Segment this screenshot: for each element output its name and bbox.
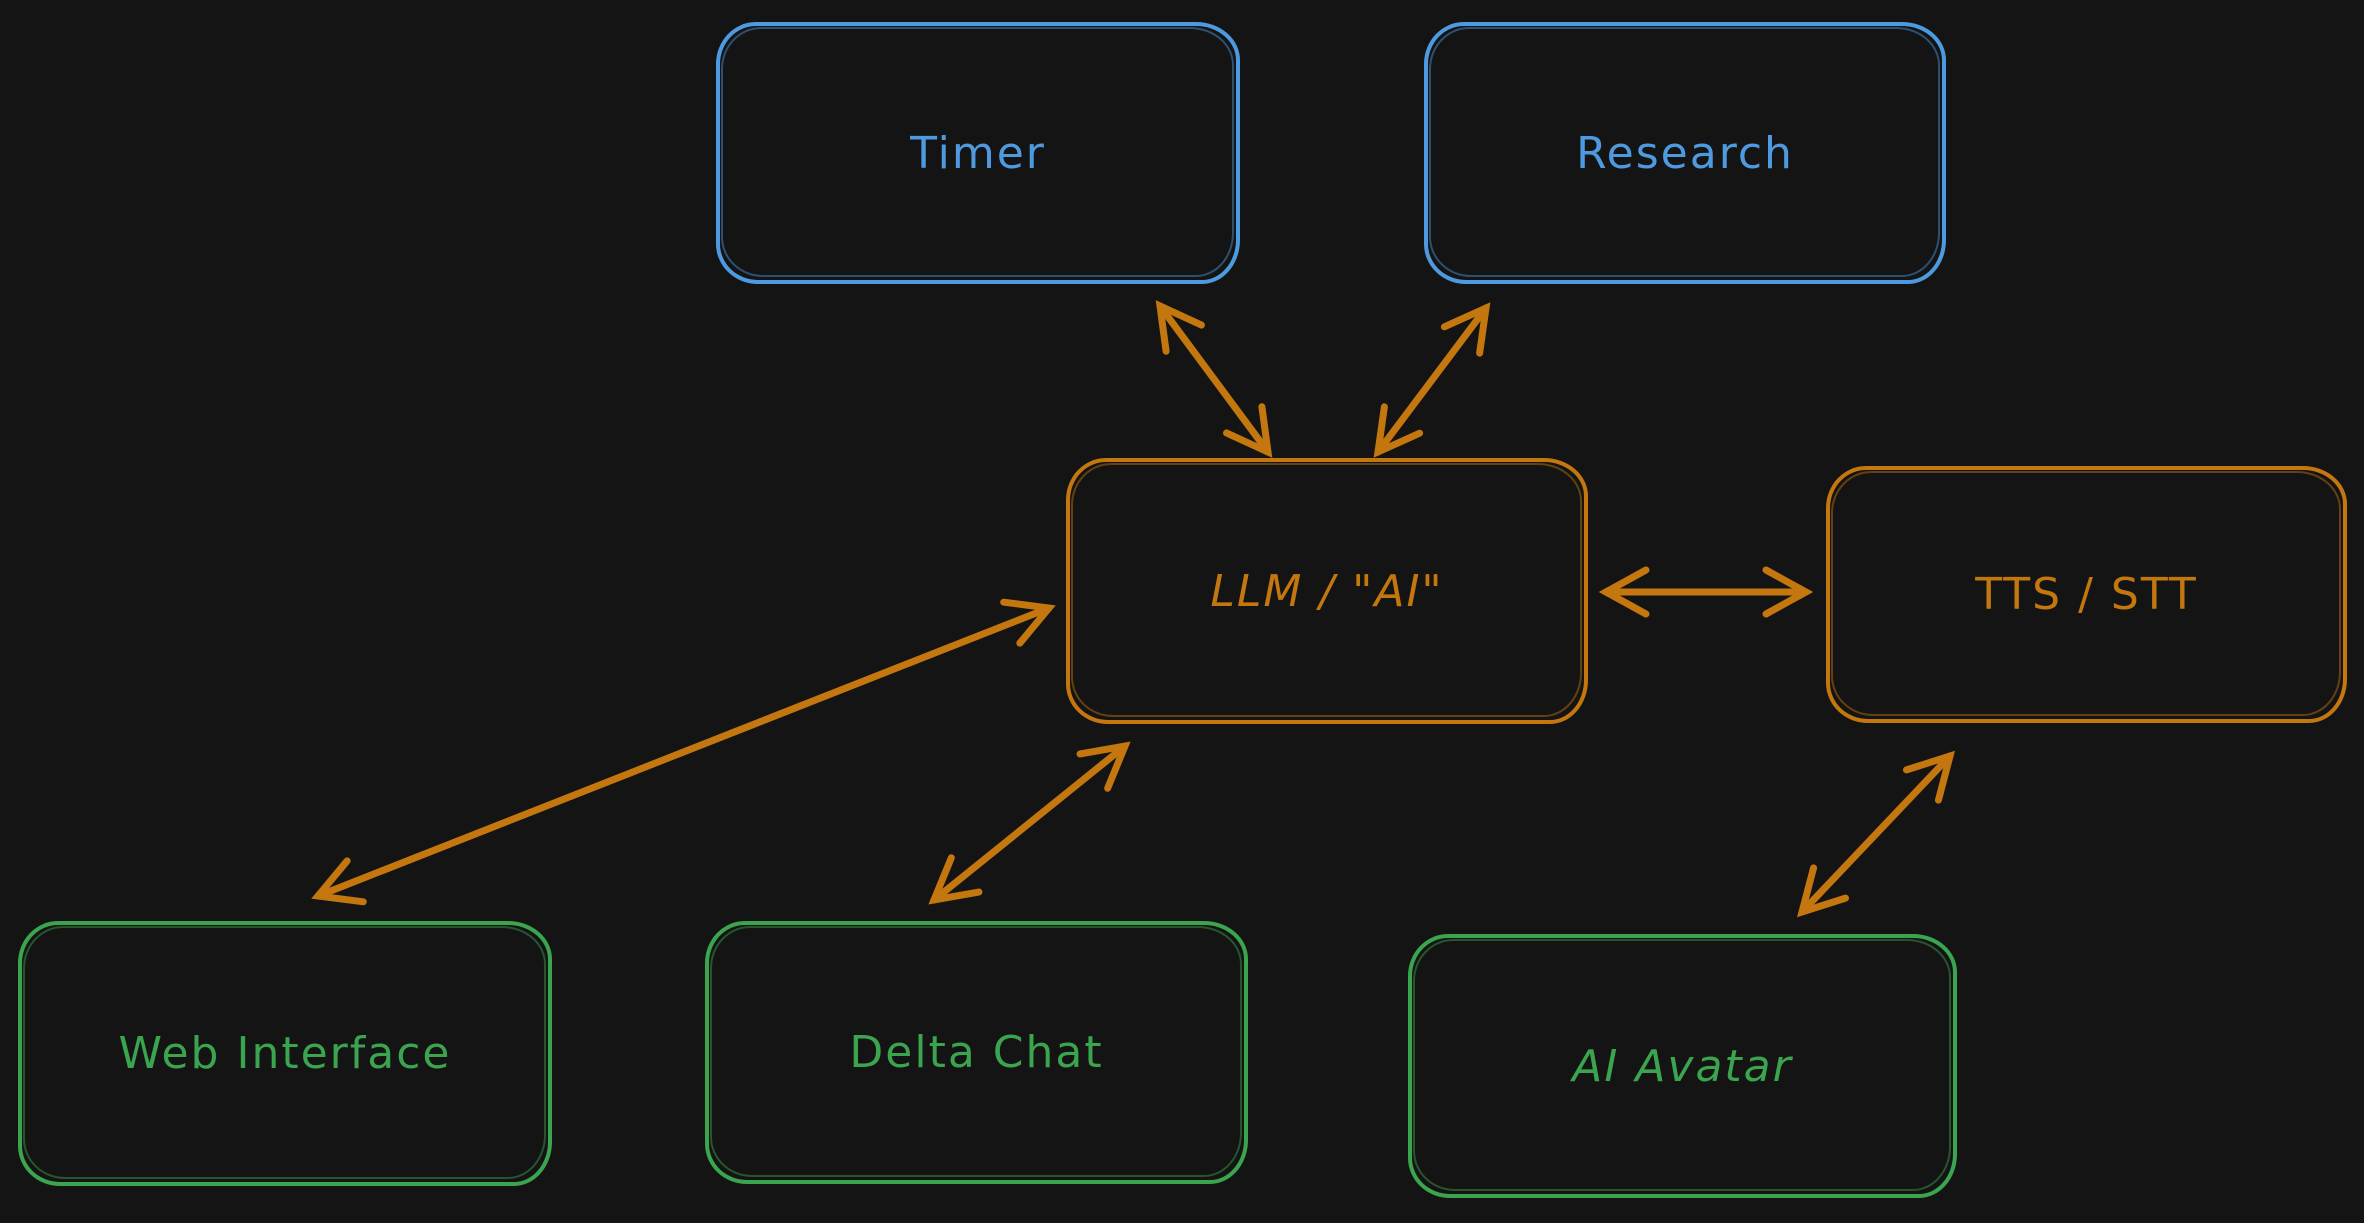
node-web-interface[interactable]: Web Interface	[18, 921, 552, 1186]
node-delta-chat[interactable]: Delta Chat	[705, 921, 1248, 1184]
node-label: TTS / STT	[1975, 569, 2198, 620]
node-label: LLM / "AI"	[1210, 565, 1444, 617]
node-ai-avatar[interactable]: AI Avatar	[1408, 934, 1957, 1198]
edge-llm-delta-chat[interactable]	[928, 741, 1131, 905]
edge-tts-stt-ai-avatar[interactable]	[1797, 750, 1955, 918]
node-tts-stt[interactable]: TTS / STT	[1826, 466, 2347, 723]
node-timer[interactable]: Timer	[716, 22, 1240, 284]
node-label: Research	[1576, 127, 1794, 179]
edge-llm-research[interactable]	[1373, 302, 1491, 458]
node-label: Web Interface	[118, 1028, 452, 1079]
node-label: Delta Chat	[849, 1027, 1104, 1078]
edge-llm-timer[interactable]	[1155, 300, 1273, 458]
edge-llm-web-interface[interactable]	[311, 598, 1056, 906]
node-research[interactable]: Research	[1424, 22, 1946, 284]
node-llm[interactable]: LLM / "AI"	[1066, 458, 1588, 724]
node-label: Timer	[910, 127, 1046, 179]
node-label: AI Avatar	[1572, 1040, 1793, 1092]
